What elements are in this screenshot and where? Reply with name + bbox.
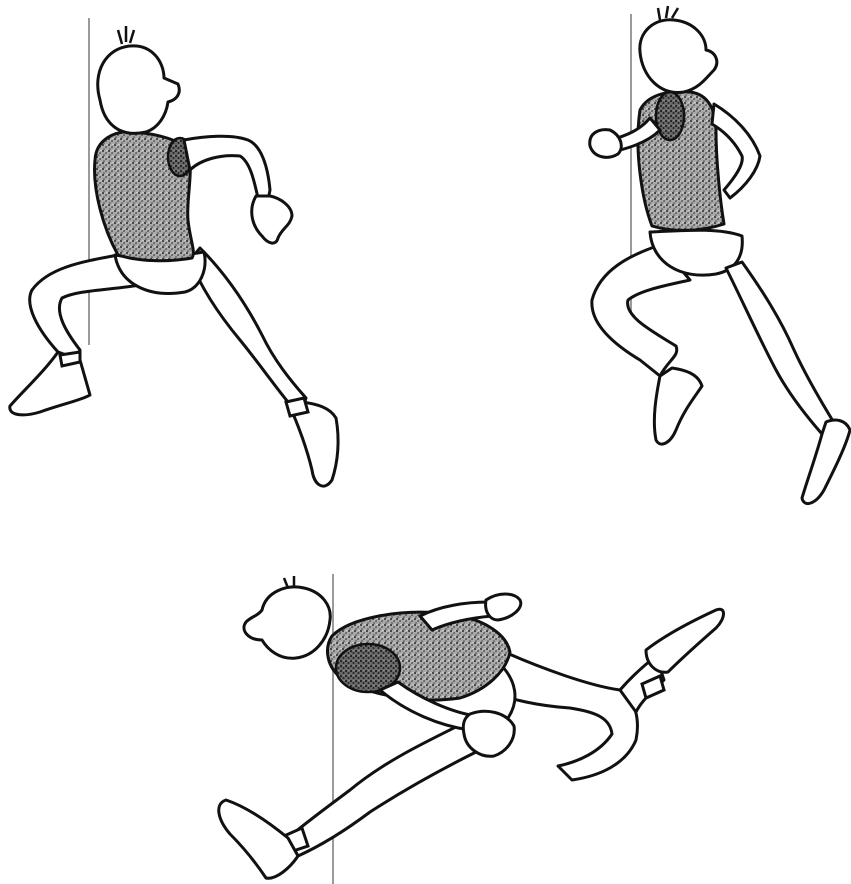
runner-2-hair bbox=[658, 6, 678, 20]
runner-figure-3 bbox=[219, 574, 724, 884]
runner-1-hair bbox=[118, 26, 134, 44]
runner-1-front-leg bbox=[190, 248, 306, 412]
runner-1-arm bbox=[184, 136, 270, 200]
runner-3-back-hand bbox=[486, 594, 521, 620]
runner-2-shoulder bbox=[656, 92, 684, 140]
runner-3-head bbox=[244, 587, 330, 658]
runner-2-head bbox=[640, 20, 717, 93]
runner-3-back-foot bbox=[646, 609, 724, 672]
runner-figure-2 bbox=[590, 6, 850, 504]
runner-1-back-sock bbox=[60, 352, 80, 366]
runner-2-front-leg bbox=[726, 262, 836, 434]
runner-1-front-sock bbox=[286, 398, 308, 416]
runner-2-front-foot bbox=[802, 420, 850, 503]
runner-3-front-hand bbox=[463, 711, 514, 756]
runner-1-head bbox=[98, 46, 180, 134]
runner-2-back-foot bbox=[654, 368, 702, 444]
runner-figure-1 bbox=[10, 18, 338, 486]
runner-2-hand bbox=[590, 130, 622, 158]
runner-3-front-leg bbox=[288, 720, 476, 856]
runner-3-front-foot bbox=[219, 800, 298, 878]
runner-1-hand bbox=[252, 196, 292, 243]
